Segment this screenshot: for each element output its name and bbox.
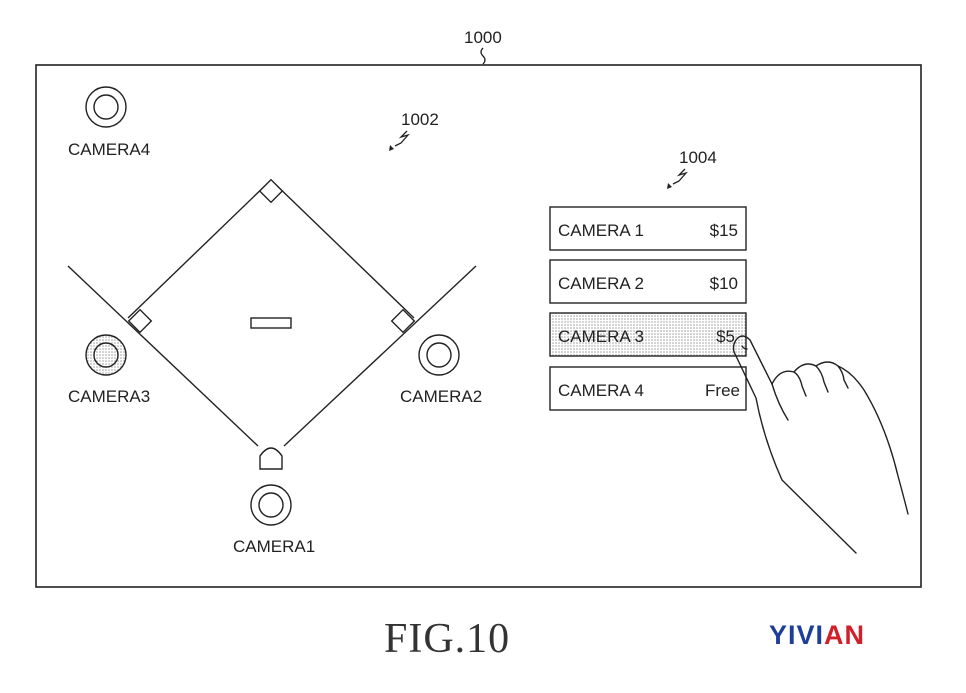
basepath-third-second bbox=[127, 179, 272, 319]
camera-option-3[interactable]: CAMERA 3 $5 bbox=[549, 312, 747, 357]
camera-option-3-label: CAMERA 3 bbox=[558, 327, 644, 346]
foul-line-left bbox=[67, 265, 259, 447]
camera4-lens-inner bbox=[93, 94, 119, 120]
device-screen-frame bbox=[35, 64, 922, 588]
camera-option-2-box[interactable] bbox=[549, 259, 747, 304]
menu-ref-squiggle bbox=[672, 168, 688, 185]
home-plate bbox=[259, 447, 283, 470]
watermark-part2: AN bbox=[824, 620, 866, 650]
camera2-label: CAMERA2 bbox=[400, 387, 482, 406]
camera-option-2-label: CAMERA 2 bbox=[558, 274, 644, 293]
device-ref-label: 1000 bbox=[464, 28, 502, 47]
figure-caption: FIG.10 bbox=[384, 616, 511, 662]
camera-option-2[interactable]: CAMERA 2 $10 bbox=[549, 259, 747, 304]
camera3-label: CAMERA3 bbox=[68, 387, 150, 406]
pitchers-plate bbox=[250, 317, 292, 329]
field-ref-squiggle bbox=[394, 130, 410, 147]
camera-option-4-label: CAMERA 4 bbox=[558, 381, 644, 400]
menu-ref-arrowhead bbox=[667, 183, 672, 189]
camera-option-3-box-selected[interactable] bbox=[549, 312, 747, 357]
camera-option-4-box[interactable] bbox=[549, 366, 747, 411]
camera-option-2-price: $10 bbox=[710, 274, 738, 293]
menu-ref-label: 1004 bbox=[679, 148, 717, 167]
second-base bbox=[258, 178, 284, 204]
first-base bbox=[390, 308, 416, 334]
camera2-marker[interactable]: CAMERA2 bbox=[400, 334, 482, 406]
field-ref-label: 1002 bbox=[401, 110, 439, 129]
camera-option-1-box[interactable] bbox=[549, 206, 747, 251]
device-ref-leader bbox=[480, 47, 486, 65]
basepath-second-first bbox=[270, 179, 415, 319]
camera-option-4-price: Free bbox=[705, 381, 740, 400]
camera1-label: CAMERA1 bbox=[233, 537, 315, 556]
field-ref-arrowhead bbox=[389, 145, 394, 151]
camera3-lens-inner bbox=[93, 342, 119, 368]
pointing-hand-icon bbox=[732, 335, 909, 554]
camera-option-3-price: $5 bbox=[716, 327, 735, 346]
camera1-lens-inner bbox=[258, 492, 284, 518]
watermark-part1: YIVI bbox=[769, 620, 825, 650]
third-base bbox=[127, 308, 153, 334]
camera-option-1-price: $15 bbox=[710, 221, 738, 240]
camera-option-4[interactable]: CAMERA 4 Free bbox=[549, 366, 747, 411]
foul-line-right bbox=[283, 265, 477, 447]
camera4-marker[interactable]: CAMERA4 bbox=[68, 86, 150, 159]
baseball-field bbox=[67, 178, 477, 470]
camera-option-1-label: CAMERA 1 bbox=[558, 221, 644, 240]
camera4-label: CAMERA4 bbox=[68, 140, 150, 159]
watermark-logo: YIVIAN bbox=[769, 620, 865, 651]
camera1-marker[interactable]: CAMERA1 bbox=[233, 484, 315, 556]
camera2-lens-inner bbox=[426, 342, 452, 368]
camera-option-1[interactable]: CAMERA 1 $15 bbox=[549, 206, 747, 251]
camera3-marker[interactable]: CAMERA3 bbox=[68, 334, 150, 406]
